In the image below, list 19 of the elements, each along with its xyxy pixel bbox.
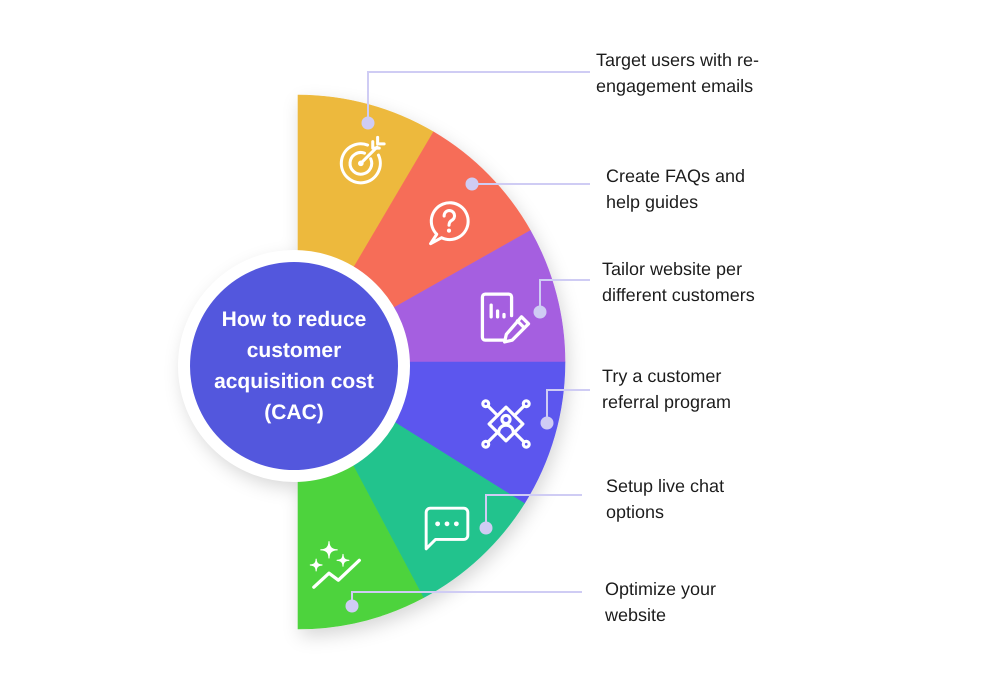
step-label: Create FAQs and help guides — [606, 163, 766, 215]
fan-segment — [298, 94, 434, 268]
step-label: Target users with re-engagement emails — [596, 47, 786, 99]
step-label: Try a customer referral program — [602, 363, 762, 415]
step-label: Setup live chat options — [606, 473, 756, 525]
leader-line — [362, 71, 590, 130]
leader-line — [534, 279, 590, 318]
fan-segment — [394, 362, 566, 504]
leader-line — [540, 389, 590, 430]
leader-line — [480, 494, 582, 534]
hub-title: How to reduce customer acquisition cost (CAC) — [213, 307, 375, 426]
step-label: Optimize your website — [605, 576, 745, 628]
leader-line — [466, 178, 590, 190]
step-label: Tailor website per different customers — [602, 256, 787, 308]
leader-line — [346, 591, 582, 612]
fan-segment — [353, 132, 531, 309]
fan-segment — [352, 422, 525, 598]
fan-segment — [298, 464, 424, 630]
fan-segment — [392, 230, 566, 362]
